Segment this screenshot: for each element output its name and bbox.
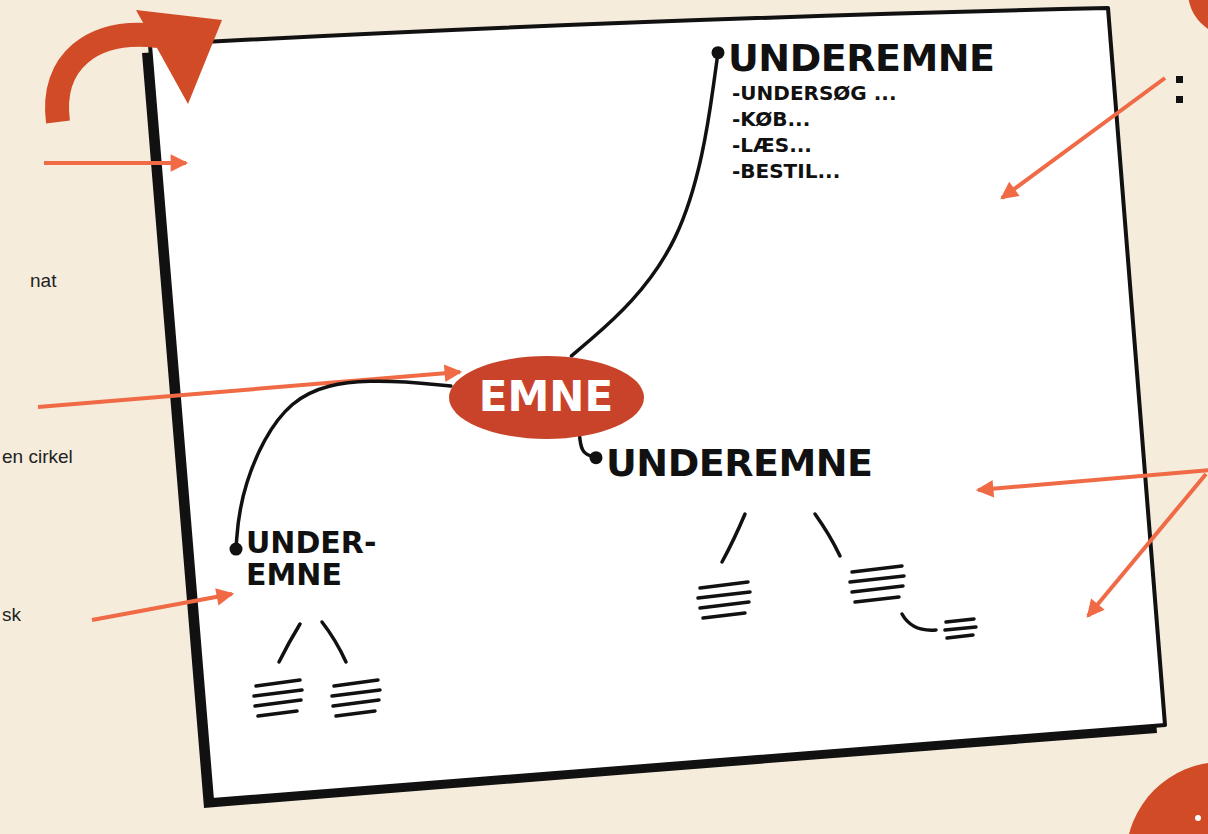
branch-dot <box>230 543 243 556</box>
pointer-arrow <box>1088 474 1206 616</box>
list-item: -KØB... <box>732 106 994 132</box>
corner-circle <box>1126 762 1208 834</box>
side-note: nat <box>30 270 56 292</box>
bullet-square <box>1176 76 1183 83</box>
branch <box>571 46 724 356</box>
pointer-arrow <box>1002 78 1165 198</box>
pointer-arrow <box>44 161 186 165</box>
text-lines <box>945 619 976 638</box>
node-heading: EMNE <box>479 375 613 419</box>
sub-branch <box>902 614 936 630</box>
pointer-arrow <box>978 470 1208 490</box>
list-item: -UNDERSØG ... <box>732 80 994 106</box>
text-lines <box>254 680 302 716</box>
sub-branch <box>815 514 840 556</box>
list-item: -BESTIL... <box>732 158 994 184</box>
turn-arrow-head <box>136 10 222 104</box>
paper-sheet <box>150 8 1165 800</box>
topic-ellipse: EMNE <box>448 355 645 440</box>
text-lines <box>698 582 750 618</box>
node-heading: UNDEREMNE <box>728 38 994 80</box>
subtopic-node: UNDER- EMNE <box>246 527 376 590</box>
node-heading: UNDEREMNE <box>606 443 872 485</box>
branch-line <box>571 53 718 356</box>
node-heading: UNDER- EMNE <box>246 527 376 590</box>
sub-branch <box>279 624 300 662</box>
sub-branch <box>322 622 346 662</box>
text-lines <box>850 566 904 602</box>
side-note: en cirkel <box>2 446 73 468</box>
pointer-arrow <box>92 594 232 620</box>
sub-branch <box>722 514 745 562</box>
corner-circle <box>1188 0 1208 36</box>
turn-arrow <box>57 35 158 122</box>
branch-dot <box>712 46 725 59</box>
branch-dot <box>590 451 603 464</box>
side-note: sk <box>2 604 21 626</box>
subtopic-node: UNDEREMNE <box>606 443 872 485</box>
corner-dot <box>1195 815 1201 821</box>
branch <box>580 437 603 464</box>
text-lines <box>332 680 380 716</box>
bullet-square <box>1176 96 1183 103</box>
subtopic-node: UNDEREMNE-UNDERSØG ...-KØB...-LÆS...-BES… <box>728 38 994 184</box>
list-item: -LÆS... <box>732 132 994 158</box>
pointer-arrow <box>38 372 460 407</box>
topic-ellipse-fill <box>449 356 644 439</box>
branch-line <box>236 381 451 549</box>
